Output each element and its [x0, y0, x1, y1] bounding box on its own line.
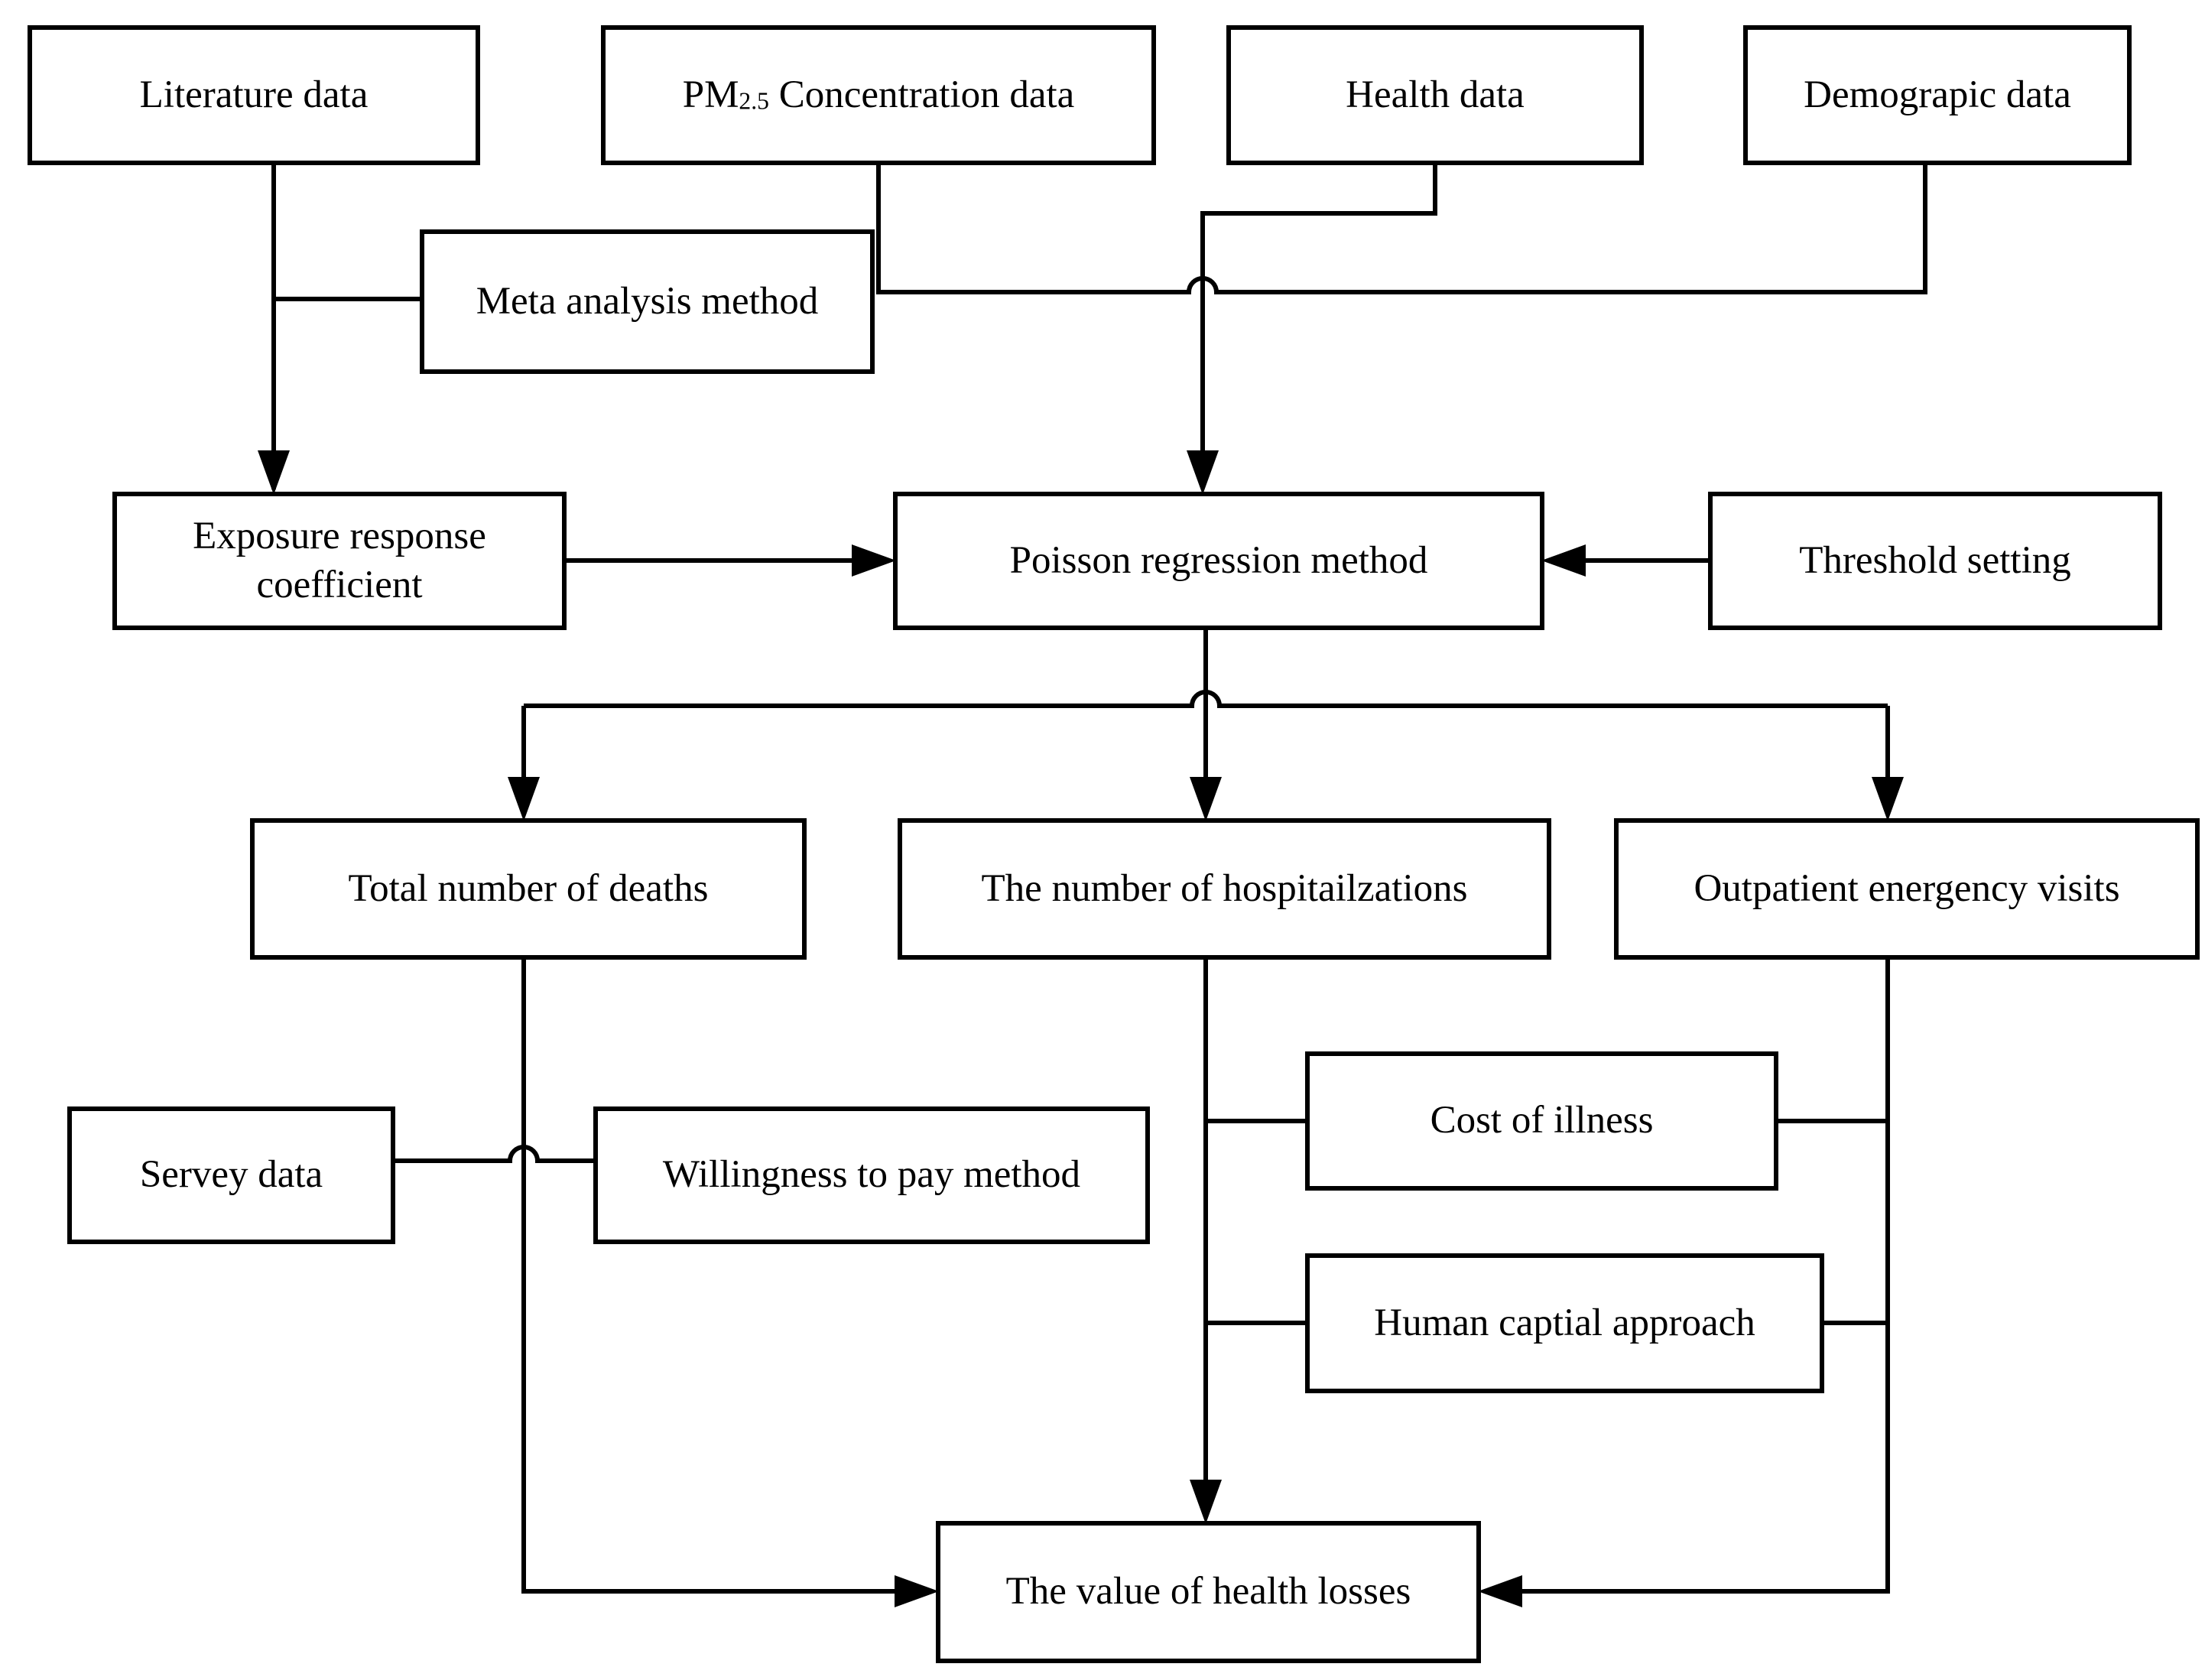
arrow-into-hospitalizations [1190, 777, 1222, 821]
arrow-into-value-left [895, 1575, 939, 1607]
meta-analysis-method-box: Meta analysis method [420, 229, 875, 374]
connector-outpatient-to-value [1488, 960, 1890, 1594]
human-capital-approach-box: Human captial approach [1305, 1253, 1824, 1393]
arrow-into-outpatient [1872, 777, 1904, 821]
arrow-into-exposure [258, 450, 290, 495]
connector-deaths-to-value [521, 960, 929, 1594]
literature-data-box: Literature data [28, 25, 480, 165]
exposure-response-coefficient-box: Exposure response coefficient [112, 492, 567, 630]
exposure-response-coefficient-label: Exposure response coefficient [193, 514, 486, 606]
threshold-setting-label: Threshold setting [1799, 538, 2071, 582]
demographic-data-label: Demograpic data [1804, 73, 2071, 116]
survey-data-box: Servey data [67, 1106, 395, 1244]
connector-health-to-poisson [1200, 165, 1437, 487]
human-capital-approach-label: Human captial approach [1374, 1301, 1755, 1344]
willingness-to-pay-method-label: Willingness to pay method [662, 1153, 1081, 1197]
health-data-box: Health data [1226, 25, 1644, 165]
total-number-of-deaths-label: Total number of deaths [348, 866, 709, 910]
total-number-of-deaths-box: Total number of deaths [250, 818, 807, 960]
literature-data-label: Literature data [139, 73, 369, 116]
outpatient-emergency-visits-label: Outpatient energency visits [1694, 866, 2120, 910]
arrow-into-poisson-top [1187, 450, 1219, 495]
cost-of-illness-box: Cost of illness [1305, 1051, 1778, 1191]
number-of-hospitalizations-label: The number of hospitailzations [981, 866, 1468, 910]
value-of-health-losses-box: The value of health losses [936, 1521, 1481, 1663]
connector-pm25-demographic-collector [876, 165, 1927, 294]
outpatient-emergency-visits-box: Outpatient energency visits [1614, 818, 2200, 960]
cost-of-illness-label: Cost of illness [1430, 1099, 1654, 1142]
poisson-regression-method-label: Poisson regression method [1009, 538, 1428, 582]
demographic-data-box: Demograpic data [1743, 25, 2132, 165]
value-of-health-losses-label: The value of health losses [1005, 1570, 1411, 1613]
connector-survey-to-willingness [395, 1145, 593, 1163]
health-data-label: Health data [1346, 73, 1525, 116]
arrow-into-value-top [1190, 1480, 1222, 1524]
pm25-concentration-data-box: PM2.5 Concentration data [601, 25, 1156, 165]
connector-distributor-bar [524, 690, 1888, 708]
willingness-to-pay-method-box: Willingness to pay method [593, 1106, 1150, 1244]
pm25-subscript: 2.5 [739, 87, 769, 115]
pm25-concentration-data-label: PM2.5 Concentration data [682, 73, 1075, 116]
number-of-hospitalizations-box: The number of hospitailzations [898, 818, 1551, 960]
arrow-into-value-right [1478, 1575, 1522, 1607]
arrow-into-deaths [508, 777, 540, 821]
arrow-into-poisson-left [852, 544, 896, 577]
threshold-setting-box: Threshold setting [1708, 492, 2162, 630]
survey-data-label: Servey data [139, 1153, 323, 1197]
poisson-regression-method-box: Poisson regression method [893, 492, 1544, 630]
arrow-into-poisson-right [1541, 544, 1586, 577]
meta-analysis-method-label: Meta analysis method [476, 279, 819, 323]
